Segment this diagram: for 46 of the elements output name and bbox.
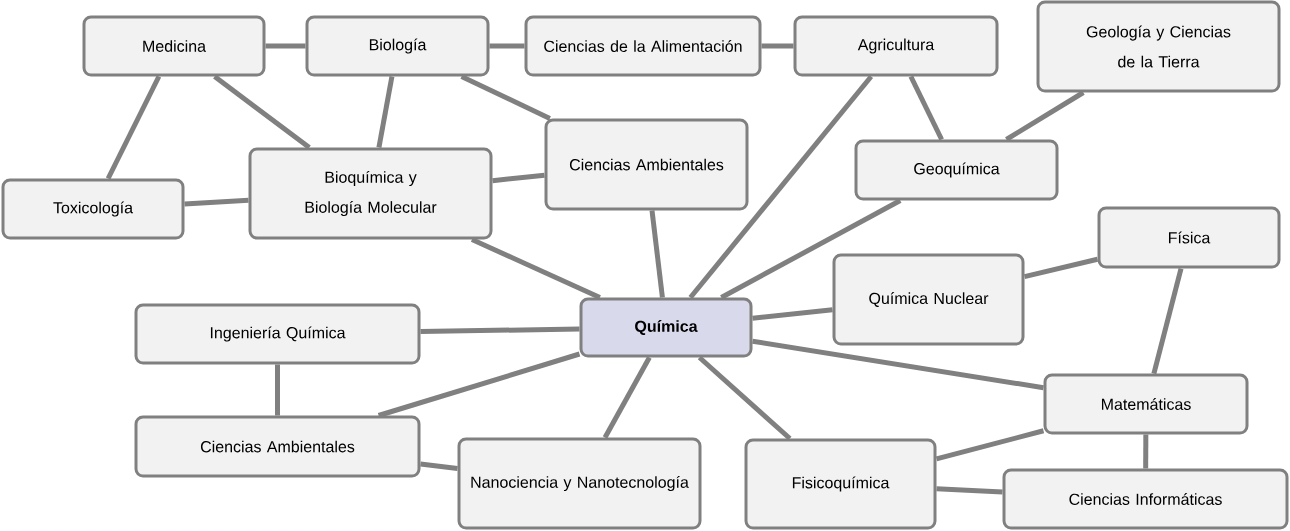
topic-box: Ingeniería Química (134, 303, 421, 365)
topic-box: Ciencias Ambientales (544, 118, 749, 211)
topic-box: Geología y Ciencias de la Tierra (1036, 0, 1281, 93)
topic-box: Bioquímica y Biología Molecular (248, 147, 493, 240)
connector-line (470, 237, 601, 300)
topic-box: Ciencias Informáticas (1002, 468, 1289, 530)
connector-line (105, 75, 162, 180)
connector-line (1023, 256, 1099, 280)
topic-box: Química Nuclear (832, 253, 1025, 346)
connector-line (908, 75, 944, 141)
connector-line (460, 74, 551, 121)
connector-line (720, 198, 902, 300)
connector-line (697, 355, 792, 441)
connector-line (420, 461, 458, 472)
connector-line (1143, 434, 1149, 469)
connector-line (602, 356, 652, 439)
topic-box: Agricultura (793, 15, 999, 77)
connector-line (420, 326, 580, 335)
connector-line (935, 428, 1045, 462)
connector-line (1005, 90, 1085, 142)
connector-line (184, 197, 249, 207)
connector-line (376, 76, 395, 148)
connector-line (752, 338, 1044, 391)
connector-line (936, 486, 1003, 495)
connector-line (688, 74, 874, 300)
connector-line (275, 364, 280, 416)
connector-line (377, 351, 581, 418)
topic-box: Geoquímica (854, 139, 1059, 201)
connector-line (213, 74, 311, 150)
topic-box: Física (1097, 206, 1281, 269)
topic-box: Matemáticas (1043, 373, 1249, 435)
topic-box: Ciencias Ambientales (134, 415, 421, 478)
topic-box: Toxicología (1, 178, 185, 240)
connector-line (761, 43, 794, 49)
connector-line (489, 43, 525, 49)
connector-line (649, 210, 665, 298)
topic-box: Ciencias de la Alimentación (524, 15, 762, 77)
connector-line (752, 307, 833, 321)
connector-line (1151, 267, 1184, 375)
center-topic-box: Química (579, 297, 753, 358)
topic-box: Fisicoquímica (744, 438, 937, 530)
connector-line (492, 172, 545, 184)
topic-box: Nanociencia y Nanotecnología (457, 437, 702, 530)
topic-box: Biología (305, 15, 490, 77)
topic-box: Medicina (82, 15, 266, 77)
connector-line (265, 43, 306, 49)
